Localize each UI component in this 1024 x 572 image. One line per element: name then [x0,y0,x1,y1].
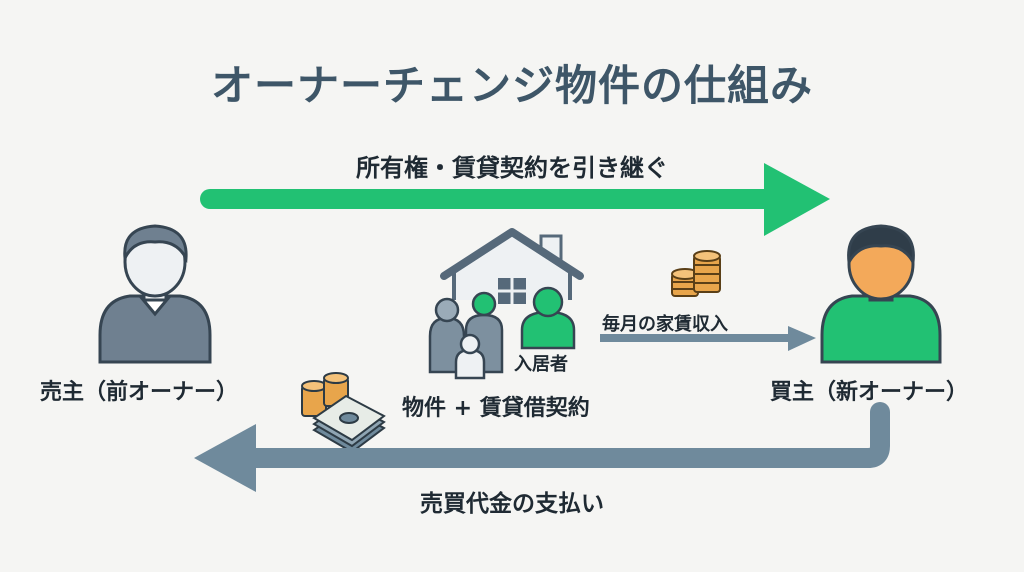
rent-label: 毎月の家賃収入 [602,314,728,335]
coin-stack-icon [671,250,721,297]
buyer-person-icon [820,224,942,364]
payment-arrow [194,402,890,492]
seller-label: 売主（前オーナー） [40,380,239,405]
transfer-label: 所有権・賃貸契約を引き継ぐ [356,154,668,182]
tenant-label: 入居者 [514,354,568,375]
page-title: オーナーチェンジ物件の仕組み [210,61,813,110]
transfer-arrow [200,163,830,236]
payment-label: 売買代金の支払い [420,491,604,517]
rent-arrow [600,326,816,351]
seller-person-icon [98,224,212,364]
house-icon [440,228,584,304]
money-bills-icon [301,372,386,454]
buyer-label: 買主（新オーナー） [770,380,969,405]
property-label: 物件 + 賃貸借契約 [402,396,590,421]
tenant-family-icon [428,286,576,380]
